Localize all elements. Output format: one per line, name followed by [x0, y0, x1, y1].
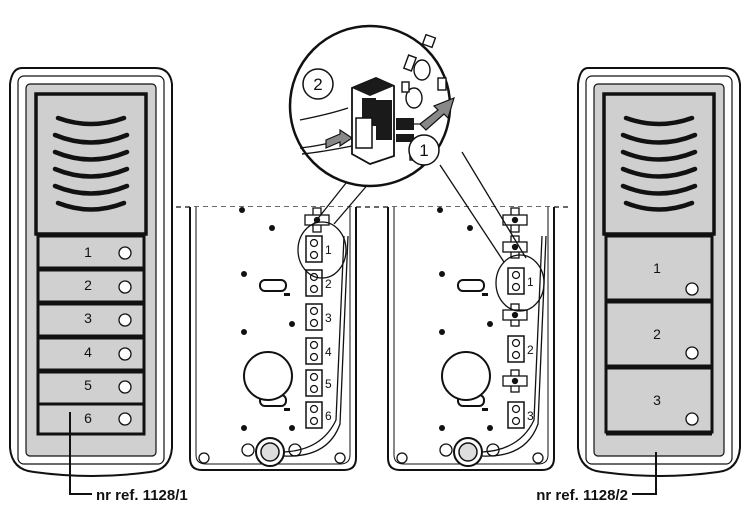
call-button-number: 1	[653, 260, 661, 276]
bell-icon	[685, 282, 699, 296]
terminal-block: 6	[305, 401, 332, 429]
terminal-block: 3	[305, 303, 332, 331]
bell-icon	[118, 246, 132, 260]
terminal-block: 4	[305, 337, 332, 365]
step-2-label: 2	[313, 75, 322, 94]
terminal-number: 1	[527, 275, 534, 289]
call-button[interactable]: 3	[36, 302, 146, 338]
terminal-insert	[351, 77, 414, 165]
panel-left: 1 2 3 4 5	[9, 67, 188, 504]
terminal-block: 5	[305, 369, 332, 397]
bell-icon	[118, 380, 132, 394]
connector-icon	[502, 369, 528, 393]
call-button[interactable]: 5	[36, 370, 146, 406]
arrow-icon	[325, 128, 354, 149]
module-back-right: 1 2 3	[387, 207, 555, 471]
terminal-number: 2	[527, 343, 534, 357]
highlight-circle	[297, 221, 347, 279]
call-button[interactable]: 1	[604, 234, 714, 302]
bell-icon	[118, 280, 132, 294]
panel-right-buttons: 1 2 3	[604, 234, 714, 434]
speaker-grille-icon	[620, 115, 698, 212]
bell-icon	[685, 346, 699, 360]
arrow-icon	[419, 96, 455, 131]
terminal-block: 1	[507, 267, 534, 295]
call-button-number: 3	[653, 392, 661, 408]
panel-left-buttons: 1 2 3 4 5	[36, 234, 146, 436]
module-back-left: 1 2 3 4 5 6	[189, 207, 357, 471]
terminal-number: 5	[325, 377, 332, 391]
call-button[interactable]: 2	[604, 300, 714, 368]
call-button[interactable]: 3	[604, 366, 714, 434]
call-button-number: 5	[84, 377, 92, 393]
speaker-grille-icon	[52, 115, 130, 212]
bell-icon	[685, 412, 699, 426]
call-button[interactable]: 4	[36, 336, 146, 372]
call-button-number: 4	[84, 344, 92, 360]
terminal-number: 2	[325, 277, 332, 291]
bell-icon	[118, 313, 132, 327]
terminal-number: 3	[325, 311, 332, 325]
call-button-number: 2	[84, 277, 92, 293]
terminal-block: 1	[305, 235, 332, 263]
terminal-number: 4	[325, 345, 332, 359]
detail-magnifier: 2 1	[288, 24, 527, 263]
connector-icon	[502, 303, 528, 327]
call-button-number: 2	[653, 326, 661, 342]
terminal-block: 2	[507, 335, 534, 363]
step-1-label: 1	[419, 141, 428, 160]
call-button-number: 1	[84, 244, 92, 260]
bell-icon	[118, 412, 132, 426]
terminal-number: 1	[325, 243, 332, 257]
terminal-number: 3	[527, 409, 534, 423]
terminal-block: 3	[507, 401, 534, 429]
call-button[interactable]: 2	[36, 268, 146, 304]
call-button[interactable]: 1	[36, 234, 146, 270]
reference-label-right: nr ref. 1128/2	[536, 487, 628, 504]
bell-icon	[118, 347, 132, 361]
highlight-circle	[495, 254, 545, 312]
panel-right: 1 2 3 nr ref. 1128/2	[536, 67, 741, 504]
call-button-number: 3	[84, 310, 92, 326]
call-button[interactable]: 6	[36, 402, 146, 436]
reference-label-left: nr ref. 1128/1	[96, 487, 188, 504]
terminal-number: 6	[325, 409, 332, 423]
call-button-number: 6	[84, 410, 92, 426]
